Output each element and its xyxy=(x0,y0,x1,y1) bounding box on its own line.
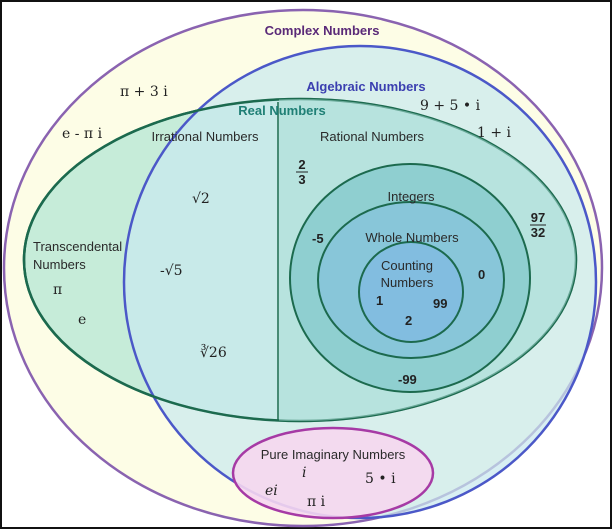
fraction-97-32-numerator: 97 xyxy=(531,210,545,225)
real-numbers-label: Real Numbers xyxy=(238,103,325,118)
pure-imaginary-numbers-label: Pure Imaginary Numbers xyxy=(261,447,406,462)
example-pi: π xyxy=(53,282,62,298)
example-0: 0 xyxy=(478,267,485,282)
counting-numbers-label-line1: Counting xyxy=(381,258,433,273)
example-pi-plus-3i: π + 3 i xyxy=(120,84,168,100)
fraction-2-3-denominator: 3 xyxy=(298,172,305,187)
rational-numbers-label: Rational Numbers xyxy=(320,129,425,144)
counting-numbers-label-line2: Numbers xyxy=(381,275,434,290)
example-1: 1 xyxy=(376,293,383,308)
example-neg-99: -99 xyxy=(398,372,417,387)
example-9-plus-5i: 9 + 5 • i xyxy=(420,98,481,114)
example-i: i xyxy=(302,465,306,481)
example-e-minus-pi-i: e - π i xyxy=(62,126,103,142)
example-ei: ei xyxy=(265,483,278,499)
counting-numbers-region xyxy=(358,241,464,343)
example-cbrt-26: ∛26 xyxy=(200,344,227,361)
example-1-plus-i: 1 + i xyxy=(477,125,512,141)
fraction-97-32-denominator: 32 xyxy=(531,225,545,240)
fraction-2-3-numerator: 2 xyxy=(298,157,305,172)
example-2: 2 xyxy=(405,313,412,328)
example-5i: 5 • i xyxy=(365,471,396,487)
complex-numbers-label: Complex Numbers xyxy=(265,23,380,38)
transcendental-numbers-label-line2: Numbers xyxy=(33,257,86,272)
example-neg-sqrt-5: -√5 xyxy=(160,263,183,279)
example-pi-i: π i xyxy=(307,494,326,510)
example-e: e xyxy=(78,312,86,328)
integers-label: Integers xyxy=(388,189,435,204)
transcendental-numbers-label-line1: Transcendental xyxy=(33,239,122,254)
pure-imaginary-region xyxy=(231,426,435,520)
irrational-numbers-label: Irrational Numbers xyxy=(152,129,259,144)
whole-numbers-label: Whole Numbers xyxy=(365,230,459,245)
example-99: 99 xyxy=(433,296,447,311)
example-sqrt-2: √2 xyxy=(192,191,210,207)
example-neg-5: -5 xyxy=(312,231,324,246)
algebraic-numbers-label: Algebraic Numbers xyxy=(306,79,425,94)
